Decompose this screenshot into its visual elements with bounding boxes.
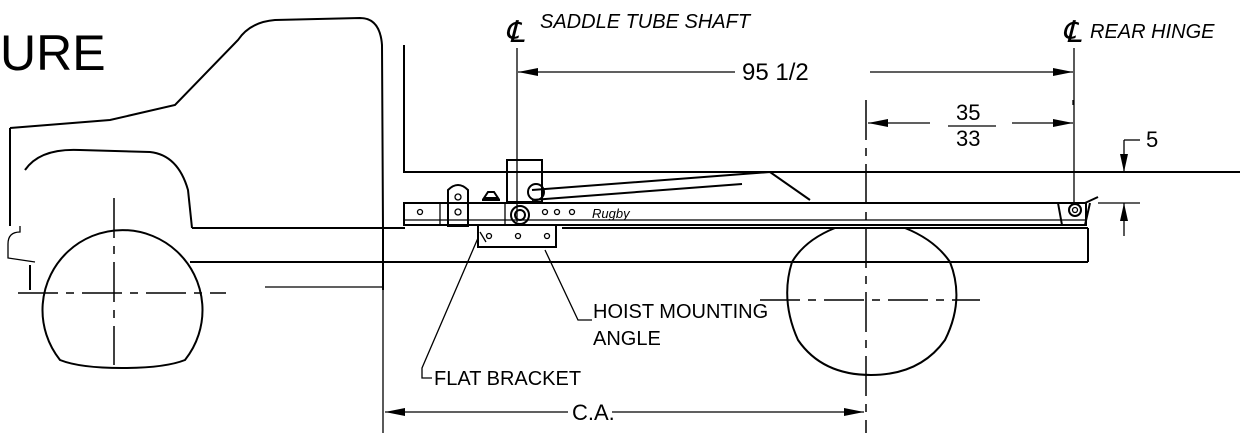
dimension-ca: C.A. — [382, 290, 864, 433]
chassis-frame — [190, 227, 1089, 288]
truck-cab — [7, 16, 384, 290]
centerline-rear-hinge: ℄ REAR HINGE — [1062, 16, 1215, 205]
hoist-mounting-plate — [477, 224, 557, 248]
dimension-5-text: 5 — [1146, 127, 1158, 152]
dimension-95-half: 95 1/2 — [518, 59, 1073, 86]
rear-wheel — [760, 100, 980, 433]
dump-body — [403, 45, 1240, 203]
centerline-symbol-saddle: ℄ — [505, 16, 525, 49]
title-fragment: URE — [0, 25, 106, 81]
dimension-ca-text: C.A. — [572, 400, 615, 425]
centerline-saddle-tube-shaft: ℄ SADDLE TUBE SHAFT — [505, 11, 752, 222]
rugby-logo: Rugby — [592, 206, 631, 221]
dimension-35-33: 35 33 — [868, 100, 1074, 151]
centerline-symbol-hinge: ℄ — [1062, 16, 1082, 49]
flat-bracket-label: FLAT BRACKET — [434, 368, 581, 390]
hoist-mounting-label-2: ANGLE — [593, 328, 661, 350]
rear-hinge-label: REAR HINGE — [1090, 21, 1215, 43]
callout-flat-bracket: FLAT BRACKET — [421, 237, 581, 390]
dimension-33-text: 33 — [956, 126, 980, 151]
hoist-mounting-label-1: HOIST MOUNTING — [593, 301, 768, 323]
dimension-95-half-text: 95 1/2 — [742, 59, 809, 86]
hoist-subframe: Rugby — [403, 170, 1099, 227]
dimension-5: 5 — [1098, 127, 1158, 236]
saddle-tube-shaft-label: SADDLE TUBE SHAFT — [540, 11, 752, 33]
front-wheel — [18, 198, 226, 370]
callout-hoist-mounting-angle: HOIST MOUNTING ANGLE — [544, 249, 768, 350]
dimension-35-text: 35 — [956, 100, 980, 125]
